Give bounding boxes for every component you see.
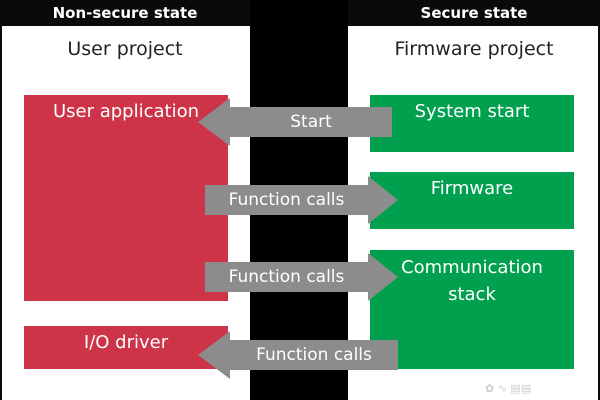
communication-stack-box: Communication stack (370, 250, 574, 369)
function-calls-arrow-1 (205, 176, 398, 224)
function-calls-label-3: Function calls (256, 345, 372, 365)
io-driver-box: I/O driver (24, 326, 228, 369)
communication-stack-label-line1: Communication (401, 257, 543, 278)
function-calls-label-2: Function calls (228, 267, 345, 287)
start-arrow (198, 98, 392, 146)
user-application-box: User application (24, 95, 228, 301)
function-calls-arrow-2 (205, 253, 398, 301)
watermark-logo: ✿ ∿ ▤▤ (485, 382, 532, 395)
system-start-label: System start (414, 101, 530, 122)
user-application-label: User application (52, 101, 200, 122)
non-secure-state-header: Non-secure state (0, 0, 250, 26)
function-calls-arrow-3 (198, 331, 398, 379)
firmware-project-title: Firmware project (394, 38, 554, 60)
firmware-label: Firmware (430, 178, 514, 199)
secure-state-header: Secure state (348, 0, 600, 26)
user-project-title: User project (67, 38, 183, 60)
function-calls-label-1: Function calls (228, 190, 345, 210)
communication-stack-label-line2: stack (448, 284, 496, 305)
firmware-box: Firmware (370, 172, 574, 229)
io-driver-label: I/O driver (83, 332, 169, 353)
system-start-box: System start (370, 95, 574, 152)
start-arrow-label: Start (290, 112, 332, 132)
